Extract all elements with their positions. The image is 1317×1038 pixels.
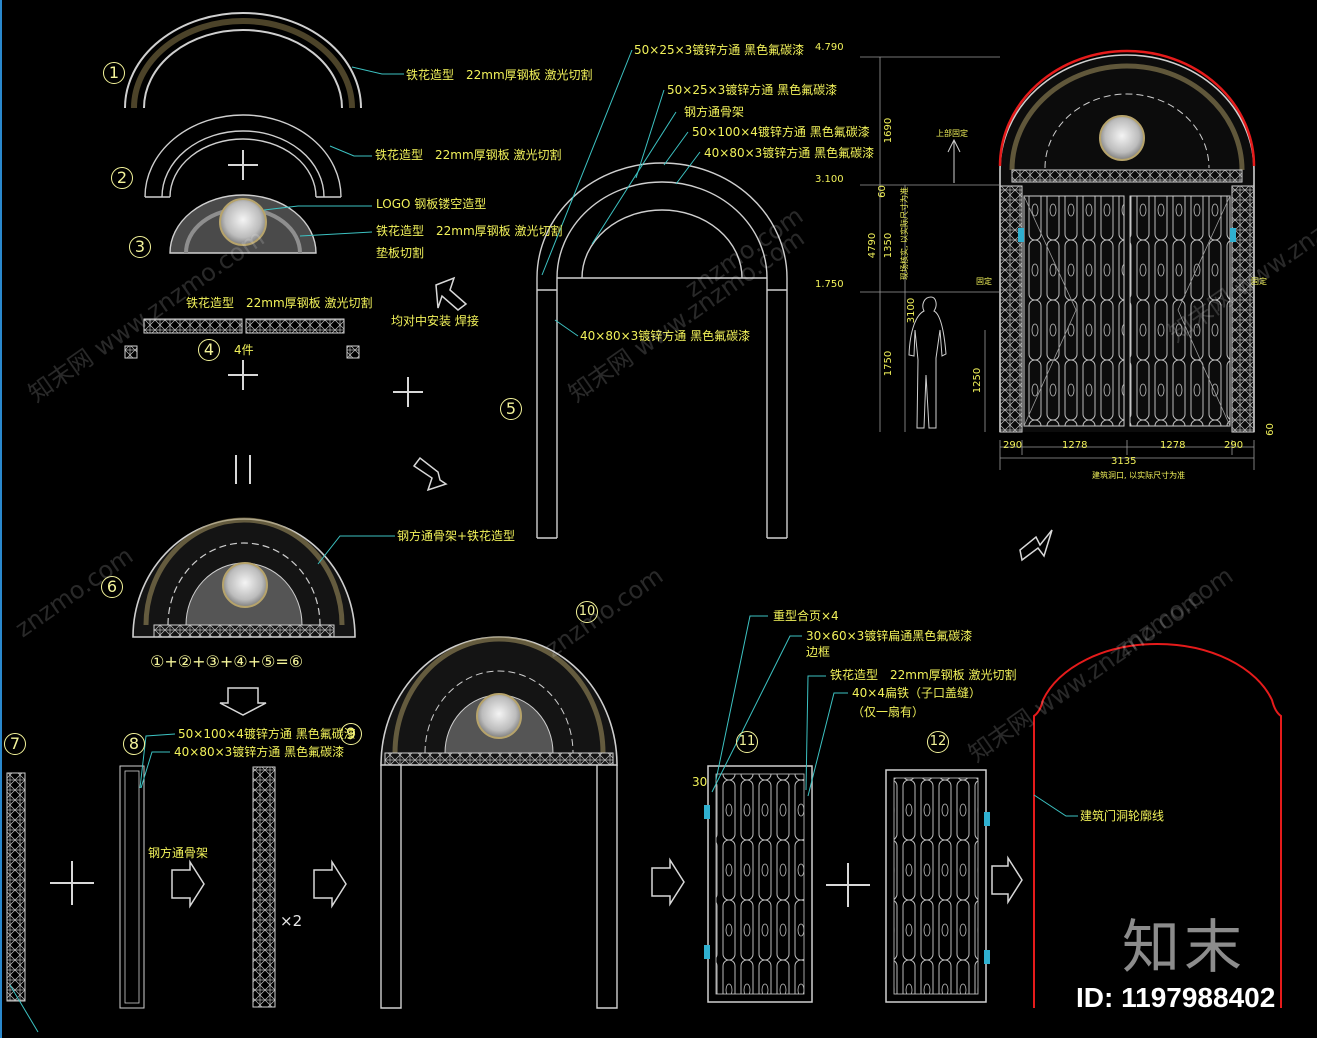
callout-part3-pad: 垫板切割 (376, 246, 425, 260)
elevation-drawing (860, 49, 1256, 470)
part-3-logo-panel (169, 194, 317, 254)
id-label: ID: 1197988402 (1076, 982, 1276, 1013)
callout-11c: 边框 (806, 645, 831, 659)
dim-v6: 1750 (883, 350, 895, 377)
note-fixed-right: 固定 (1251, 277, 1267, 286)
operator-glyphs (50, 150, 1053, 909)
callout-5c: 钢方通骨架 (684, 105, 745, 119)
note-fixed-left: 固定 (976, 277, 992, 286)
opening-outline-red (1033, 642, 1282, 1008)
step-number-4: 4 (198, 339, 220, 361)
callout-5f: 40×80×3镀锌方通 黑色氟碳漆 (580, 329, 751, 343)
callout-11a: 重型合页×4 (773, 609, 839, 623)
callout-5d: 50×100×4镀锌方通 黑色氟碳漆 (692, 125, 870, 139)
callout-part1: 铁花造型 22mm厚钢板 激光切割 (406, 68, 593, 82)
dim-w3: 1278 (1160, 440, 1186, 451)
step-number-3: 3 (129, 236, 151, 258)
dim-w4: 290 (1224, 440, 1244, 451)
callout-opening: 建筑门洞轮廓线 (1080, 809, 1165, 823)
part-2-scallop-arch (144, 114, 342, 198)
part-4-lattice-bars (124, 318, 360, 359)
brand-logo: 知末 (1122, 913, 1247, 981)
dim-w2: 1278 (1062, 440, 1088, 451)
dim-total: 3135 (1111, 456, 1137, 467)
note-verify: 建筑洞口, 以实际尺寸为准 (1092, 471, 1186, 480)
callout-11g: 30 (692, 775, 708, 789)
callout-part2: 铁花造型 22mm厚钢板 激光切割 (375, 148, 562, 162)
dim-v5: 3100 (906, 297, 918, 324)
step-number-7: 7 (4, 733, 26, 755)
viewport-left-edge (0, 0, 2, 1038)
part-12-door-leaf (885, 769, 990, 1003)
callout-11b: 30×60×3镀锌扁通黑色氟碳漆 (806, 629, 973, 643)
callout-part4-count: 4件 (234, 343, 254, 357)
step-number-5: 5 (500, 398, 522, 420)
callout-part4: 铁花造型 22mm厚钢板 激光切割 (186, 296, 373, 310)
callout-5b: 50×25×3镀锌方通 黑色氟碳漆 (667, 83, 838, 97)
part-10-arch-frame (380, 636, 618, 1009)
step-number-10: 10 (576, 601, 598, 623)
parts-7-8-9-posts (6, 765, 276, 1009)
callout-center-install: 均对中安装 焊接 (391, 314, 479, 328)
step-number-12: 12 (927, 731, 949, 753)
callout-11d: 铁花造型 22mm厚钢板 激光切割 (830, 668, 1017, 682)
callout-part3: 铁花造型 22mm厚钢板 激光切割 (376, 224, 563, 238)
step-number-1: 1 (103, 62, 125, 84)
callout-11e: 40×4扁铁（子口盖缝） (852, 686, 981, 700)
callout-part6: 钢方通骨架+铁花造型 (397, 529, 516, 543)
callout-logo: LOGO 钢板镂空造型 (376, 197, 487, 211)
dim-v7: 1250 (972, 367, 984, 394)
step-number-8: 8 (123, 733, 145, 755)
callout-8b: 40×80×3镀锌方通 黑色氟碳漆 (174, 745, 345, 759)
step-number-9: 9 (340, 723, 362, 745)
part-5-steel-frame (536, 162, 788, 539)
callout-5e: 40×80×3镀锌方通 黑色氟碳漆 (704, 146, 875, 160)
callout-11f: （仅一扇有） (852, 705, 925, 719)
level-2: 3.100 (815, 174, 844, 185)
note-top-fixed: 上部固定 (936, 129, 968, 138)
dim-v4: 4790 (867, 232, 879, 259)
callout-times-two: ×2 (280, 912, 303, 930)
step-number-6: 6 (101, 576, 123, 598)
level-3: 1.750 (815, 279, 844, 290)
part-1-arch-band (124, 12, 362, 109)
part-6-assembled-arch (132, 517, 356, 638)
step-number-2: 2 (111, 167, 133, 189)
dim-v2: 60 (876, 185, 888, 198)
dim-v1: 1690 (883, 117, 895, 144)
note-verify-vertical: 现场核实, 以实际尺寸为准 (900, 186, 910, 281)
callout-8a: 50×100×4镀锌方通 黑色氟碳漆 (178, 727, 356, 741)
part-11-door-leaf (704, 765, 813, 1003)
callout-5a: 50×25×3镀锌方通 黑色氟碳漆 (634, 43, 805, 57)
dim-v3: 1350 (883, 232, 895, 259)
dim-w1: 290 (1003, 440, 1023, 451)
callout-frame: 钢方通骨架 (148, 846, 209, 860)
step-number-11: 11 (736, 731, 758, 753)
assembly-equation: ①+②+③+④+⑤=⑥ (150, 652, 304, 671)
level-1: 4.790 (815, 42, 844, 53)
dim-v8: 60 (1264, 423, 1276, 436)
